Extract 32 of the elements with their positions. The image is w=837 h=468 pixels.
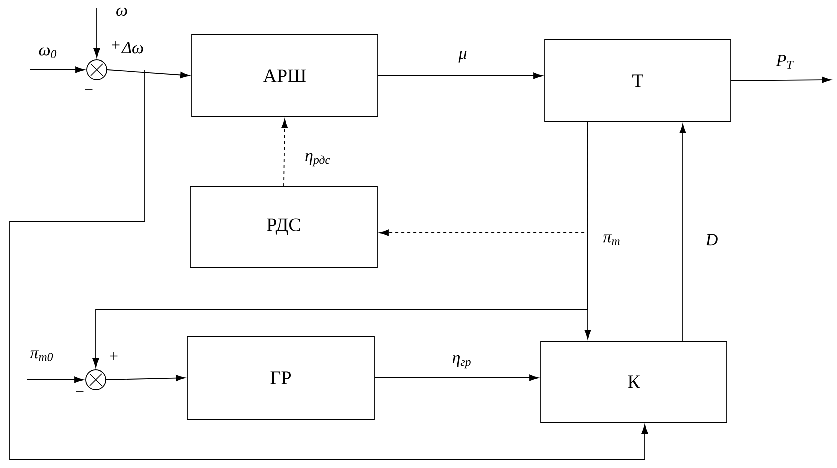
edge-label: η$_{гр}$ [452,355,471,369]
sign-label: + [112,41,120,49]
edge-label: D [706,234,718,246]
arrow [378,72,543,80]
block-box: Т [544,40,732,122]
edge-label: η$_{рдс}$ [306,153,330,167]
arrow [10,70,648,460]
edge-label: π$_{т}$ [603,234,620,246]
block-box: К [540,341,728,423]
arrow [282,119,288,186]
block-box: АРШ [192,34,378,118]
arrow [30,66,85,74]
arrow [107,70,190,78]
sign-label: − [76,391,84,392]
arrow [731,76,832,84]
summing-junction [86,370,106,390]
summing-junction [86,60,108,80]
block-box: РДС [190,186,378,268]
sign-label: + [110,352,118,360]
edge-label: ω [116,8,128,16]
edge-label: π$_{т0}$ [30,350,54,362]
edge-label: μ [458,51,467,63]
arrow [94,8,100,58]
arrow [106,375,186,382]
edge-label: Δω [121,42,144,54]
arrow [26,376,84,384]
edge-label: P$_{T}$ [776,55,794,69]
arrow [680,124,686,342]
arrow [374,374,539,382]
edge-label: ω$_{0}$ [39,48,57,58]
block-box: ГР [187,336,375,420]
sign-label: − [85,89,93,90]
